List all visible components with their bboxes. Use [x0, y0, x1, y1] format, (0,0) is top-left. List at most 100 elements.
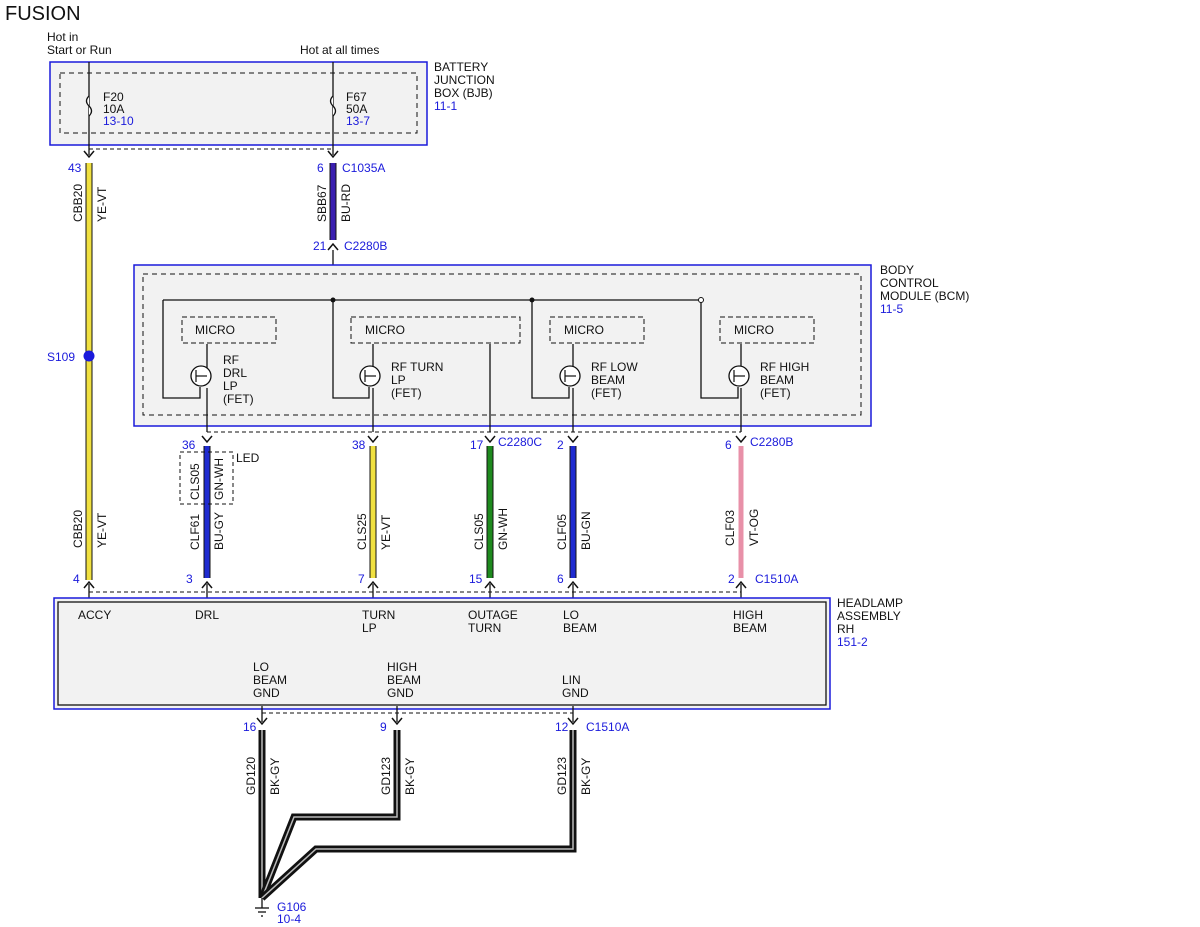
hot-always-label: Hot at all times	[300, 43, 379, 57]
pin-turn-1: TURN	[362, 608, 395, 622]
w6-pin-top: 2	[557, 438, 564, 452]
bjb-inner-dashed	[59, 72, 418, 134]
w5-pin-bot: 15	[469, 572, 483, 586]
gnd-high-1: HIGH	[387, 660, 417, 674]
w5-circuit: CLS05	[472, 513, 486, 550]
fet4-line1: RF HIGH	[760, 360, 809, 374]
bcm-label-3: MODULE (BCM)	[880, 289, 969, 303]
bjb-label-2: JUNCTION	[434, 73, 495, 87]
w7-circuit: CLF03	[723, 510, 737, 546]
w4-pin-top: 38	[352, 438, 366, 452]
micro-label-3: MICRO	[564, 323, 604, 337]
w6-pin-bot: 6	[557, 572, 564, 586]
w4-pin-bot: 7	[358, 572, 365, 586]
fet2-line1: RF TURN	[391, 360, 443, 374]
w2-color: BU-RD	[339, 184, 353, 222]
page-title: FUSION	[5, 3, 81, 25]
micro-box-1	[181, 316, 277, 344]
w1-color: YE-VT	[95, 186, 109, 222]
w2-pin-bot: 21	[313, 239, 327, 253]
fet1-line3: LP	[223, 379, 238, 393]
w6-circuit: CLF05	[555, 514, 569, 550]
w7-color: VT-OG	[747, 509, 761, 546]
pin-outage-1: OUTAGE	[468, 608, 518, 622]
fuse1-rating: 10A	[103, 102, 124, 116]
fuse2-rating: 50A	[346, 102, 367, 116]
fet1-line1: RF	[223, 353, 239, 367]
fet3-line1: RF LOW	[591, 360, 638, 374]
bjb-box	[49, 61, 428, 146]
w5-color: GN-WH	[496, 508, 510, 550]
g3-color: BK-GY	[579, 758, 593, 795]
hot-run-label-2: Start or Run	[47, 43, 112, 57]
w1-circuit-lower: CBB20	[71, 510, 85, 548]
fet1-line4: (FET)	[223, 392, 254, 406]
gnd-lo-1: LO	[253, 660, 269, 674]
headlamp-label-2: ASSEMBLY	[837, 609, 901, 623]
bcm-inner-dashed	[142, 273, 862, 416]
gnd-high-3: GND	[387, 686, 414, 700]
gnd-high-2: BEAM	[387, 673, 421, 687]
bjb-ref: 11-1	[434, 99, 457, 113]
w3-pin-bot: 3	[186, 572, 193, 586]
micro-box-4	[719, 316, 815, 344]
led-option-box	[179, 451, 234, 505]
fet3-line3: (FET)	[591, 386, 622, 400]
splice-label: S109	[47, 350, 75, 364]
led-note: LED	[236, 451, 260, 465]
w1-color-lower: YE-VT	[95, 512, 109, 548]
bcm-ref: 11-5	[880, 302, 903, 316]
pin-lo-1: LO	[563, 608, 579, 622]
headlamp-label-3: RH	[837, 622, 854, 636]
g1-circuit: GD120	[244, 757, 258, 795]
g2-pin: 9	[380, 720, 387, 734]
g1-pin: 16	[243, 720, 257, 734]
pin-high-1: HIGH	[733, 608, 763, 622]
g3-pin: 12	[555, 720, 569, 734]
fet1-line2: DRL	[223, 366, 247, 380]
fet4-line2: BEAM	[760, 373, 794, 387]
gnd-lin-1: LIN	[562, 673, 581, 687]
w7-pin-bot: 2	[728, 572, 735, 586]
bcm-label-1: BODY	[880, 263, 914, 277]
fuse2-ref: 13-7	[346, 114, 370, 128]
w5-pin-top: 17	[470, 438, 484, 452]
micro-box-3	[549, 316, 645, 344]
g3-circuit: GD123	[555, 757, 569, 795]
hot-run-label-1: Hot in	[47, 30, 78, 44]
fet2-line3: (FET)	[391, 386, 422, 400]
g2-circuit: GD123	[379, 757, 393, 795]
pin-drl: DRL	[195, 608, 219, 622]
g3-conn: C1510A	[586, 720, 629, 734]
w1-circuit: CBB20	[71, 184, 85, 222]
headlamp-ref: 151-2	[837, 635, 868, 649]
gnd-lo-2: BEAM	[253, 673, 287, 687]
fuse1-ref: 13-10	[103, 114, 134, 128]
g1-color: BK-GY	[268, 758, 282, 795]
wire-gd123-b	[261, 730, 574, 899]
w1-pin-bot: 4	[73, 572, 80, 586]
pin-turn-2: LP	[362, 621, 377, 635]
w3-alt-color: GN-WH	[212, 458, 226, 500]
gnd-lo-3: GND	[253, 686, 280, 700]
g2-color: BK-GY	[403, 758, 417, 795]
pin-accy: ACCY	[78, 608, 111, 622]
w2-circuit: SBB67	[315, 184, 329, 222]
fet3-line2: BEAM	[591, 373, 625, 387]
micro-label-4: MICRO	[734, 323, 774, 337]
pin-high-2: BEAM	[733, 621, 767, 635]
bjb-label-1: BATTERY	[434, 60, 488, 74]
headlamp-box	[53, 597, 831, 710]
fet2-line2: LP	[391, 373, 406, 387]
gnd-lin-2: GND	[562, 686, 589, 700]
bcm-label-2: CONTROL	[880, 276, 939, 290]
headlamp-label-1: HEADLAMP	[837, 596, 903, 610]
fet4-line3: (FET)	[760, 386, 791, 400]
w4-color: YE-VT	[379, 514, 393, 550]
micro-label-1: MICRO	[195, 323, 235, 337]
pin-outage-2: TURN	[468, 621, 501, 635]
w3-color: BU-GY	[212, 512, 226, 550]
wire-gd123-a	[261, 730, 398, 899]
bjb-label-3: BOX (BJB)	[434, 86, 493, 100]
w3-pin-top: 36	[182, 438, 196, 452]
